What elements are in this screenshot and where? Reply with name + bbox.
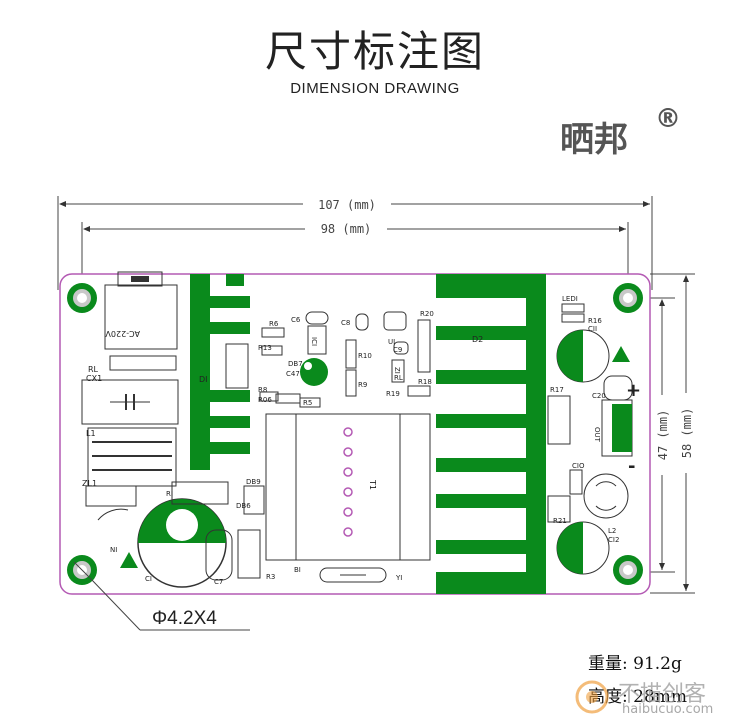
brand-logo: 晒邦 xyxy=(560,120,628,160)
page-title: 尺寸标注图 xyxy=(264,27,485,76)
label-d1: DI xyxy=(199,375,208,384)
label-l1: L1 xyxy=(86,429,96,438)
label-db7: DB7 xyxy=(288,360,303,368)
esd-warning-icon-right xyxy=(612,346,630,362)
page-subtitle: DIMENSION DRAWING xyxy=(290,80,460,97)
label-minus: - xyxy=(628,456,635,477)
label-l2: L2 xyxy=(608,527,616,535)
label-rl: RL xyxy=(88,365,99,374)
label-ic1: ICI xyxy=(310,337,318,346)
label-c7: C7 xyxy=(214,578,223,586)
label-c11: CII xyxy=(588,325,597,333)
dim-hole-spacing-height: 47 (mm) xyxy=(656,410,670,461)
transformer-pins xyxy=(343,427,353,537)
label-r21: R21 xyxy=(553,517,567,525)
label-r18: R18 xyxy=(418,378,432,386)
label-r6: R6 xyxy=(269,320,279,328)
label-c47: C47 xyxy=(286,370,300,378)
hole-spec: Φ4.2X4 xyxy=(152,608,217,629)
watermark-text: 不描创客 xyxy=(618,682,707,707)
label-c1: CI xyxy=(145,575,152,583)
label-r16: R16 xyxy=(588,317,602,325)
label-r17: R17 xyxy=(550,386,564,394)
label-db6: DB6 xyxy=(236,502,251,510)
label-r9: R9 xyxy=(358,381,367,389)
transformer-t1 xyxy=(265,413,431,561)
label-rl2: RL xyxy=(394,374,403,382)
label-c20: C20 xyxy=(592,392,606,400)
label-c9: C9 xyxy=(393,346,402,354)
label-c6: C6 xyxy=(291,316,301,324)
label-y1: YI xyxy=(395,574,402,582)
label-r13: R13 xyxy=(258,344,272,352)
watermark-logo-icon xyxy=(575,680,609,714)
label-ac-in: AC-220V xyxy=(105,329,140,338)
label-ni: NI xyxy=(110,546,117,554)
mounting-holes xyxy=(67,283,643,585)
label-c10: CIO xyxy=(572,462,585,470)
registered-mark: ® xyxy=(655,104,681,134)
label-out: OUT xyxy=(593,427,601,443)
capacitor-c11 xyxy=(556,329,610,383)
watermark-url: haibucuo.com xyxy=(622,702,714,717)
heatsink-d2 xyxy=(436,274,546,594)
weight-spec: 重量: 91.2g xyxy=(588,654,682,674)
label-b1: BI xyxy=(294,566,301,574)
label-plus: + xyxy=(626,380,641,401)
label-r19: R19 xyxy=(386,390,400,398)
height-spec: 高度: 28mm xyxy=(588,687,688,707)
label-r06: R06 xyxy=(258,396,272,404)
label-zl1: ZL1 xyxy=(82,479,97,488)
dim-overall-height: 58 (mm) xyxy=(680,408,694,459)
heatsink-d1 xyxy=(190,274,250,470)
esd-warning-icon xyxy=(97,508,138,568)
label-led1: LEDI xyxy=(562,295,578,303)
capacitor-c12 xyxy=(556,521,610,575)
label-r8: R8 xyxy=(258,386,267,394)
dim-overall-width: 107 (mm) xyxy=(318,198,376,212)
label-r20: R20 xyxy=(420,310,434,318)
label-c8: C8 xyxy=(341,319,350,327)
label-z1: ZI xyxy=(393,367,401,374)
label-r10: R10 xyxy=(358,352,372,360)
inductor-l2 xyxy=(583,473,629,519)
label-d2: D2 xyxy=(472,335,483,344)
dim-hole-spacing-width: 98 (mm) xyxy=(321,222,372,236)
hole-callout xyxy=(73,561,250,631)
label-c12: CI2 xyxy=(608,536,619,544)
small-components xyxy=(259,311,431,408)
label-r5: R5 xyxy=(303,399,312,407)
label-u1: UI xyxy=(388,338,395,346)
left-section xyxy=(81,271,179,507)
label-t1: T1 xyxy=(368,479,377,490)
capacitor-c1 xyxy=(137,498,227,588)
label-db9: DB9 xyxy=(246,478,261,486)
label-r1: RI xyxy=(166,490,173,498)
label-r3: R3 xyxy=(266,573,275,581)
label-cx1: CX1 xyxy=(86,374,102,383)
